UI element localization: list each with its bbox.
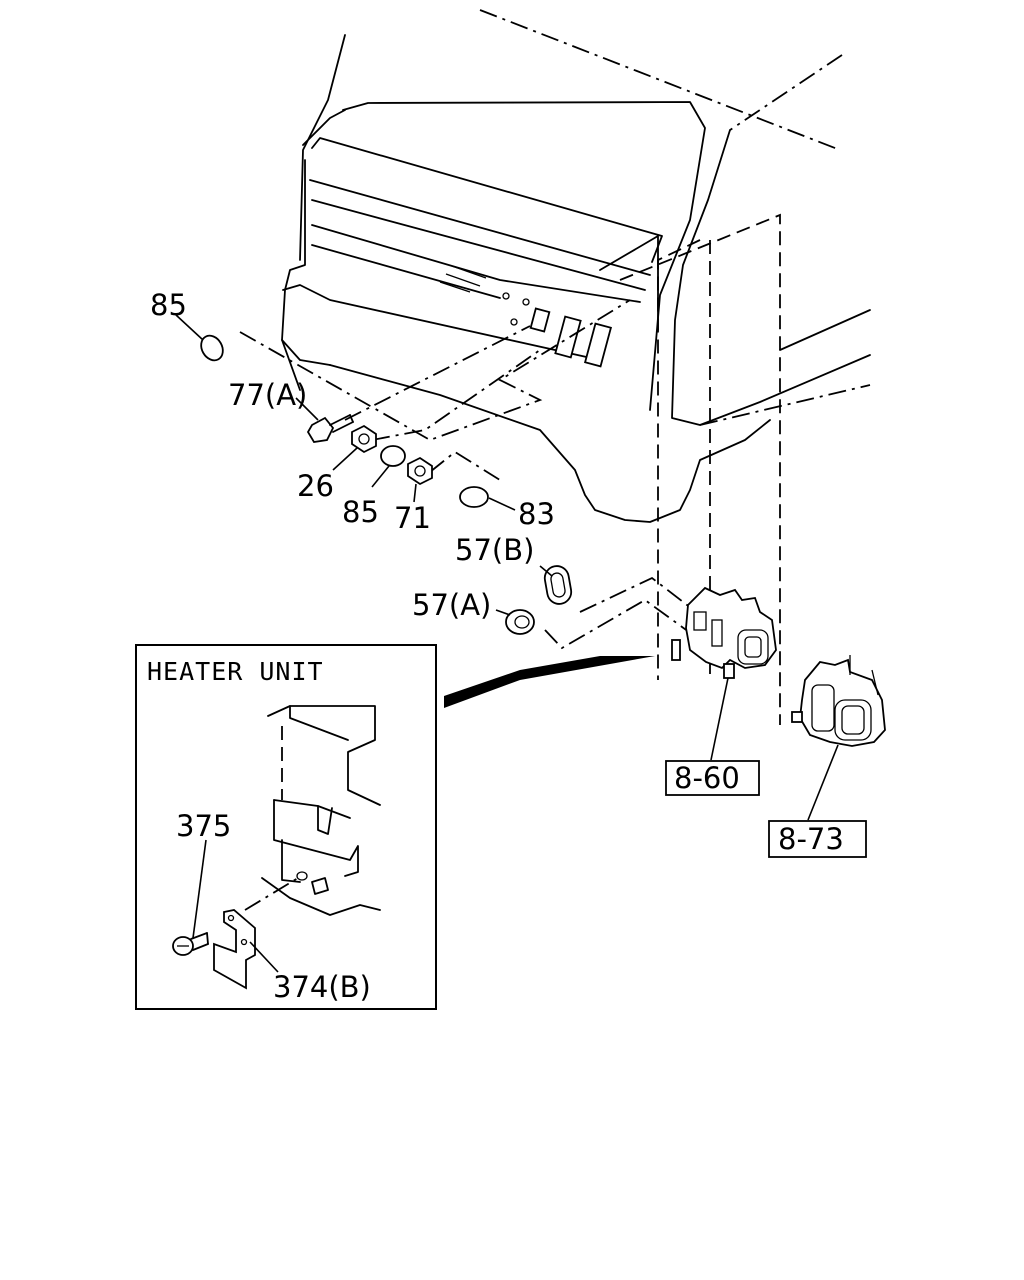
callout-57a: 57(A): [412, 588, 491, 622]
heater-unit-inset: HEATER UNIT 375 374(B): [135, 644, 437, 1010]
assembly-lines: [239, 213, 781, 725]
reference-8-60-label: 8-60: [674, 761, 740, 795]
reference-8-73-label: 8-73: [778, 822, 844, 856]
heater-unit-part: [671, 586, 777, 679]
reference-8-73: 8-73: [768, 820, 867, 858]
callout-71: 71: [394, 501, 431, 535]
callout-26: 26: [297, 469, 334, 503]
instrument-panel: [281, 101, 771, 523]
inset-title: HEATER UNIT: [147, 657, 324, 686]
callout-375: 375: [176, 809, 231, 843]
callout-374b: 374(B): [273, 970, 371, 1004]
callout-57b: 57(B): [455, 533, 534, 567]
reference-8-60: 8-60: [665, 760, 760, 796]
callout-85-top: 85: [150, 288, 187, 322]
blower-unit-part: [791, 655, 886, 747]
callout-77a: 77(A): [228, 378, 307, 412]
callout-83: 83: [518, 497, 555, 531]
small-parts: [200, 334, 573, 635]
callout-labels: 85 77(A) 26 85 71 83 57(B) 57(A): [150, 288, 555, 622]
leader-lines: [175, 314, 839, 821]
callout-85-mid: 85: [342, 495, 379, 529]
inset-pointer: [444, 656, 655, 708]
cab-outline: [299, 9, 871, 426]
